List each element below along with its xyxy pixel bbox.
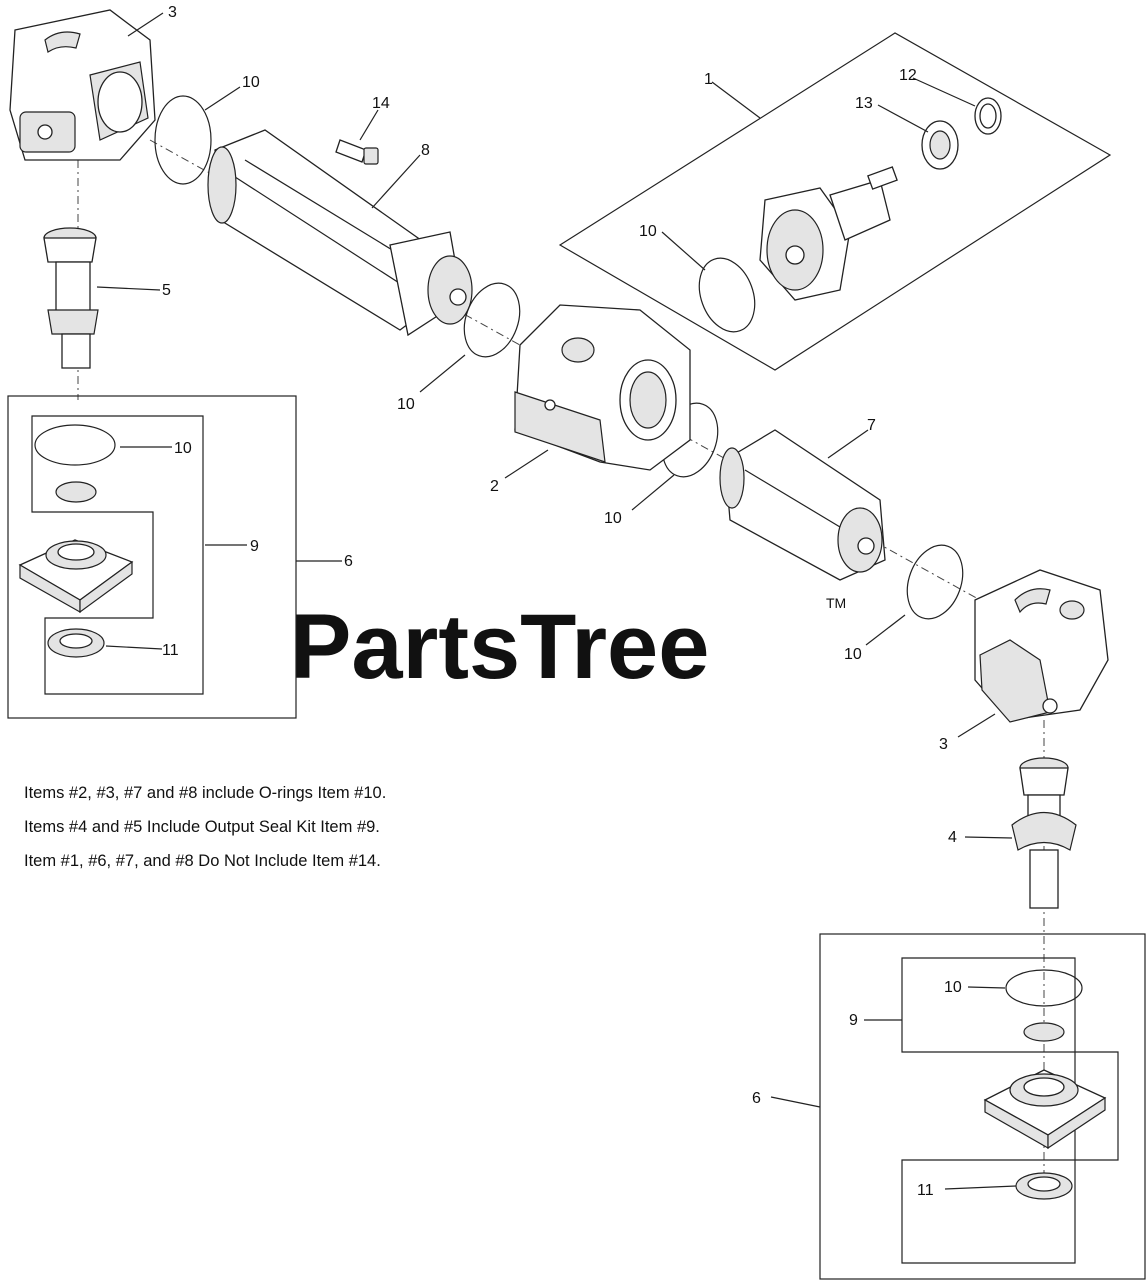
item-1-kit-panel — [558, 32, 1112, 371]
callout-13: 13 — [855, 95, 873, 112]
kit-box-9-right — [901, 957, 1119, 1264]
seal-right-kit — [1023, 1022, 1065, 1042]
callout-11-left: 11 — [162, 642, 179, 659]
o-ring-10-top — [154, 95, 212, 185]
o-ring-10-right-kit — [1005, 969, 1083, 1007]
callout-10-mid: 10 — [397, 396, 415, 413]
callout-10-left-kit: 10 — [174, 440, 192, 457]
callout-2: 2 — [490, 478, 499, 495]
callout-14: 14 — [372, 95, 390, 112]
seal-11-right — [1015, 1172, 1073, 1200]
callout-10-top: 10 — [242, 74, 260, 91]
callout-7: 7 — [867, 417, 876, 434]
callout-10-center: 10 — [604, 510, 622, 527]
housing-3-top — [9, 9, 156, 161]
seal-left-kit — [55, 481, 97, 503]
callout-3-top: 3 — [168, 4, 177, 21]
housing-2 — [514, 304, 691, 471]
watermark: PartsTree — [290, 596, 709, 698]
watermark-trademark: TM — [826, 595, 846, 611]
callout-5: 5 — [162, 282, 171, 299]
housing-3-right — [974, 569, 1109, 723]
shaft-4 — [1011, 757, 1077, 909]
callout-1: 1 — [704, 71, 713, 88]
o-ring-10-right — [906, 544, 964, 620]
flange-left-kit — [18, 539, 134, 614]
bolt-14 — [335, 139, 379, 165]
tube-8 — [207, 129, 473, 337]
callout-11-right: 11 — [917, 1182, 934, 1199]
seal-13 — [921, 120, 959, 170]
callout-6-right: 6 — [752, 1090, 761, 1107]
note-line: Item #1, #6, #7, and #8 Do Not Include I… — [24, 852, 381, 870]
tube-7 — [719, 429, 886, 581]
o-ring-10-mid — [463, 282, 521, 358]
seal-12 — [974, 97, 1002, 135]
leader-lines — [96, 12, 1017, 1190]
o-ring-10-left-kit — [34, 424, 116, 466]
callout-6-left: 6 — [344, 553, 353, 570]
kit-box-9-left — [31, 415, 204, 695]
callout-10-right: 10 — [844, 646, 862, 663]
o-ring-10-kit — [698, 257, 756, 333]
flange-right-kit — [983, 1069, 1107, 1150]
callout-12: 12 — [899, 67, 917, 84]
note-line: Items #4 and #5 Include Output Seal Kit … — [24, 818, 380, 836]
notes-block: Items #2, #3, #7 and #8 include O-rings … — [24, 776, 386, 878]
shaft-5 — [43, 227, 99, 369]
seal-11-left — [47, 628, 105, 658]
kit-box-6-left — [7, 395, 297, 719]
callout-9-left: 9 — [250, 538, 259, 555]
gear-assembly-1 — [759, 166, 898, 301]
callout-8: 8 — [421, 142, 430, 159]
callout-10-right-kit: 10 — [944, 979, 962, 996]
callout-9-right: 9 — [849, 1012, 858, 1029]
callout-10-kit: 10 — [639, 223, 657, 240]
callout-4: 4 — [948, 829, 957, 846]
callout-3-right: 3 — [939, 736, 948, 753]
note-line: Items #2, #3, #7 and #8 include O-rings … — [24, 784, 387, 802]
